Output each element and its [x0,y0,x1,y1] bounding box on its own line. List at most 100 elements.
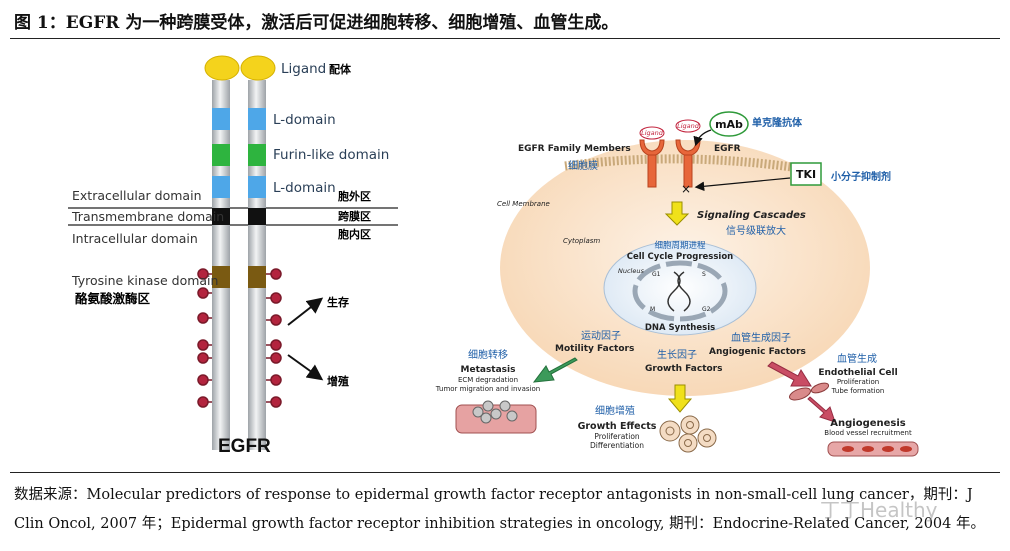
bottom-rule [10,472,1000,473]
dna-helix-icon [677,271,691,312]
l-domain-block [212,108,230,130]
vessel-cn-label: 血管生成 [837,352,877,365]
dna-label: DNA Synthesis [645,323,715,333]
intracellular-label: Intracellular domain [72,231,198,246]
endothelial-label: Endothelial Cell [818,368,897,378]
signaling-arrow [664,201,690,226]
right-pathway-diagram: Ligand Ligand mAb 单克隆抗体 TKI 小分子抑制剂 × EGF… [435,111,919,457]
metastasis-en-label: Metastasis [461,365,516,375]
source-citation: 数据来源：Molecular predictors of response to… [14,481,996,539]
block-mark: × [681,182,691,196]
endothelial-detail-1: Proliferation [837,378,879,386]
signaling-label: Signaling Cascades [697,210,806,221]
metastasis-arrow [532,357,578,383]
effects-detail-1: Proliferation [594,432,640,441]
transmembrane-block [212,208,230,225]
cell-membrane-label: Cell Membrane [497,200,550,208]
ligand-shape [204,55,240,81]
watermark: 丁丁Healthy [820,498,938,522]
tki-label: TKI [796,168,816,181]
s-label: S [702,271,706,278]
tki-box [790,162,822,186]
growth-en-label: Growth Factors [645,364,722,374]
metastasis-detail-2: Tumor migration and invasion [435,385,540,393]
proliferation-arrow [287,354,324,381]
metastasis-detail-1: ECM degradation [458,376,518,384]
mab-oval [709,111,749,137]
nucleus [603,240,757,336]
top-rule [10,38,1000,39]
growth-cn-label: 生长因子 [657,348,697,361]
furin-label: Furin-like domain [273,147,389,163]
ligand-text-2: Ligand [677,122,700,130]
mab-arrow [693,129,712,147]
tumor-vessel-illustration [455,400,537,434]
angiogenesis-label: Angiogenesis [830,418,906,429]
metastasis-cn-label: 细胞转移 [468,348,508,361]
tk-domain-block [212,266,230,288]
l-domain-block [248,108,266,130]
tki-arrow [694,177,791,192]
figure-title: 图 1：EGFR 为一种跨膜受体，激活后可促进细胞转移、细胞增殖、血管生成。 [14,13,619,33]
angiogenesis-arrow [807,396,836,423]
membrane-cn-label: 细胞膜 [568,159,598,172]
mab-cn-label: 单克隆抗体 [752,116,803,129]
cell-cycle-ring [632,260,728,322]
effects-cn-label: 细胞增殖 [595,404,635,417]
extracellular-cn-label: 胞外区 [338,189,371,203]
ligand-oval-1 [639,126,665,140]
cycle-en-label: Cell Cycle Progression [627,252,733,262]
g2-label: G2 [702,306,711,313]
furin-domain-block [248,144,266,166]
survival-arrow [287,297,324,326]
egfr-right-label: EGFR [714,144,741,154]
transmembrane-label: Transmembrane domain [71,209,224,224]
egfr-label: EGFR [218,436,271,457]
ligand-shape [240,55,276,81]
angiogenic-arrow [767,361,812,387]
ligand-text-1: Ligand [641,129,664,137]
mab-label: mAb [715,118,743,131]
l-domain-block [248,176,266,198]
effects-en-label: Growth Effects [578,421,657,432]
cytoplasm-label: Cytoplasm [563,237,600,245]
tk-domain-block [248,266,266,288]
tk-domain-cn-label: 酪氨酸激酶区 [75,291,151,306]
l-domain-label-2: L-domain [273,180,336,196]
endothelial-detail-2: Tube formation [831,387,885,395]
dividing-cells-illustration [659,415,717,453]
tk-domain-label: Tyrosine kinase domain [71,273,218,288]
angio-en-label: Angiogenic Factors [709,347,806,357]
left-egfr-schematic: Ligand 配体 L-domain Furin-like domain L-d… [68,55,398,457]
ligand-label: Ligand [281,61,326,77]
ligand-cn-label: 配体 [329,62,352,76]
g1-label: G1 [652,271,661,278]
l-domain-label-1: L-domain [273,112,336,128]
blood-vessel-illustration [827,441,919,457]
proliferation-label: 增殖 [327,374,349,388]
transmembrane-cn-label: 跨膜区 [338,209,371,223]
motility-cn-label: 运动因子 [581,330,621,342]
growth-effects-arrow [667,384,693,413]
phosphorylation-sites [197,268,282,408]
nucleus-label: Nucleus [618,267,644,275]
cycle-cn-label: 细胞周期进程 [654,240,706,251]
motility-en-label: Motility Factors [555,344,634,354]
source-line-1: 数据来源：Molecular predictors of response to… [14,487,973,503]
receptor-chain-right [248,80,266,450]
extracellular-label: Extracellular domain [72,188,202,203]
transmembrane-block [248,208,266,225]
intracellular-cn-label: 胞内区 [338,227,371,241]
tki-cn-label: 小分子抑制剂 [830,170,891,183]
family-label: EGFR Family Members [518,144,631,154]
angiogenesis-detail: Blood vessel recruitment [824,429,912,437]
endothelial-cells-illustration [789,382,830,401]
l-domain-block [212,176,230,198]
ligand-oval-2 [675,119,701,133]
receptor-chain-left [212,80,230,450]
effects-detail-2: Differentiation [590,441,644,450]
signaling-cn-label: 信号级联放大 [726,224,786,237]
survival-label: 生存 [327,295,349,309]
angio-cn-label: 血管生成因子 [731,331,791,344]
